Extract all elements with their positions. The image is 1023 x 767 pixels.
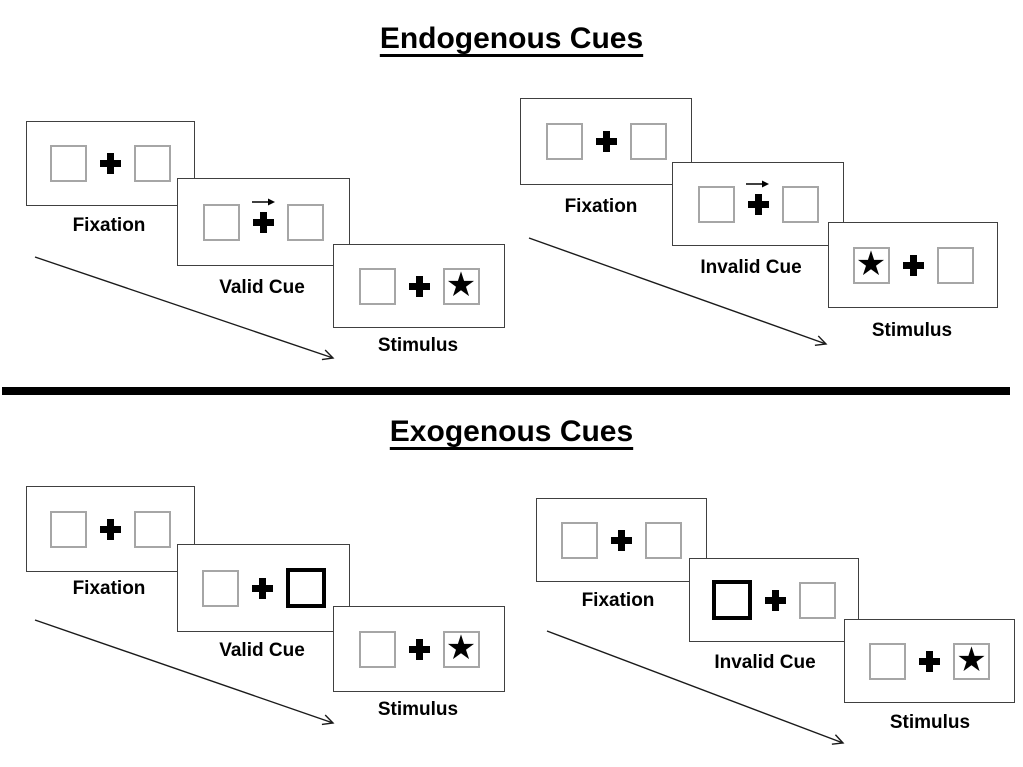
- left-box: [561, 521, 598, 559]
- cue-arrow-icon: [251, 198, 275, 205]
- cue-highlight-box: [712, 580, 752, 620]
- left-box: [50, 145, 87, 182]
- cue-panel: [689, 558, 859, 642]
- left-box: [545, 123, 583, 160]
- stimulus-label: Stimulus: [377, 335, 459, 356]
- fixation-cross-icon: [595, 131, 617, 152]
- stimulus-panel: ★: [844, 619, 1015, 703]
- right-box: ★: [442, 627, 480, 668]
- star-stimulus-icon: ★: [445, 264, 477, 305]
- stimulus-label: Stimulus: [377, 699, 459, 720]
- time-arrow: [528, 237, 828, 347]
- cue-panel: [177, 544, 350, 632]
- star-stimulus-icon: ★: [855, 243, 887, 284]
- section-divider: [2, 387, 1010, 395]
- endogenous-title: Endogenous Cues: [379, 22, 644, 55]
- cue-highlight-box: [285, 568, 326, 608]
- left-box: [203, 203, 240, 241]
- left-box: [358, 267, 396, 305]
- fixation-cross-icon: [919, 650, 940, 672]
- time-arrow: [34, 619, 335, 726]
- time-arrow: [546, 630, 845, 745]
- cue-arrow-icon: [746, 180, 769, 187]
- cue-panel: [672, 162, 844, 246]
- left-box: ★: [852, 243, 890, 284]
- fixation-panel: [26, 486, 195, 572]
- fixation-cross-icon: [747, 193, 769, 215]
- stimulus-label: Stimulus: [889, 712, 971, 733]
- fixation-cross-icon: [611, 529, 632, 551]
- right-box: [134, 510, 171, 548]
- star-stimulus-icon: ★: [956, 639, 987, 680]
- fixation-cross-icon: [902, 254, 924, 276]
- fixation-cross-icon: [251, 577, 273, 599]
- cue-label: Valid Cue: [219, 640, 305, 661]
- fixation-cross-icon: [408, 275, 430, 297]
- fixation-panel: [536, 498, 707, 582]
- fixation-cross-icon: [100, 153, 121, 174]
- left-box: [869, 642, 906, 680]
- time-arrow: [34, 256, 335, 361]
- fixation-cross-icon: [765, 589, 786, 611]
- right-box: ★: [442, 264, 480, 305]
- cue-panel: [177, 178, 350, 266]
- cue-label: Invalid Cue: [700, 257, 802, 278]
- fixation-label: Fixation: [72, 578, 146, 599]
- stimulus-panel: ★: [828, 222, 998, 308]
- right-box: [799, 581, 836, 619]
- left-box: [358, 630, 396, 668]
- cue-label: Invalid Cue: [714, 652, 816, 673]
- cue-label: Valid Cue: [219, 277, 305, 298]
- fixation-cross-icon: [408, 638, 430, 660]
- right-box: [629, 123, 667, 160]
- exogenous-title: Exogenous Cues: [389, 415, 634, 448]
- right-box: [781, 185, 819, 223]
- stimulus-panel: ★: [333, 606, 505, 692]
- right-box: [287, 203, 324, 241]
- star-stimulus-icon: ★: [445, 627, 477, 668]
- left-box: [201, 569, 239, 607]
- fixation-panel: [520, 98, 692, 185]
- fixation-label: Fixation: [72, 215, 146, 236]
- fixation-label: Fixation: [581, 590, 655, 611]
- left-box: [697, 185, 735, 223]
- right-box: [645, 521, 682, 559]
- right-box: [134, 145, 171, 182]
- left-box: [50, 510, 87, 548]
- stimulus-label: Stimulus: [871, 320, 953, 341]
- stimulus-panel: ★: [333, 244, 505, 328]
- fixation-cross-icon: [100, 518, 121, 540]
- right-box: [936, 246, 974, 284]
- fixation-cross-icon: [253, 211, 274, 233]
- fixation-label: Fixation: [564, 196, 638, 217]
- right-box: ★: [953, 639, 990, 680]
- fixation-panel: [26, 121, 195, 206]
